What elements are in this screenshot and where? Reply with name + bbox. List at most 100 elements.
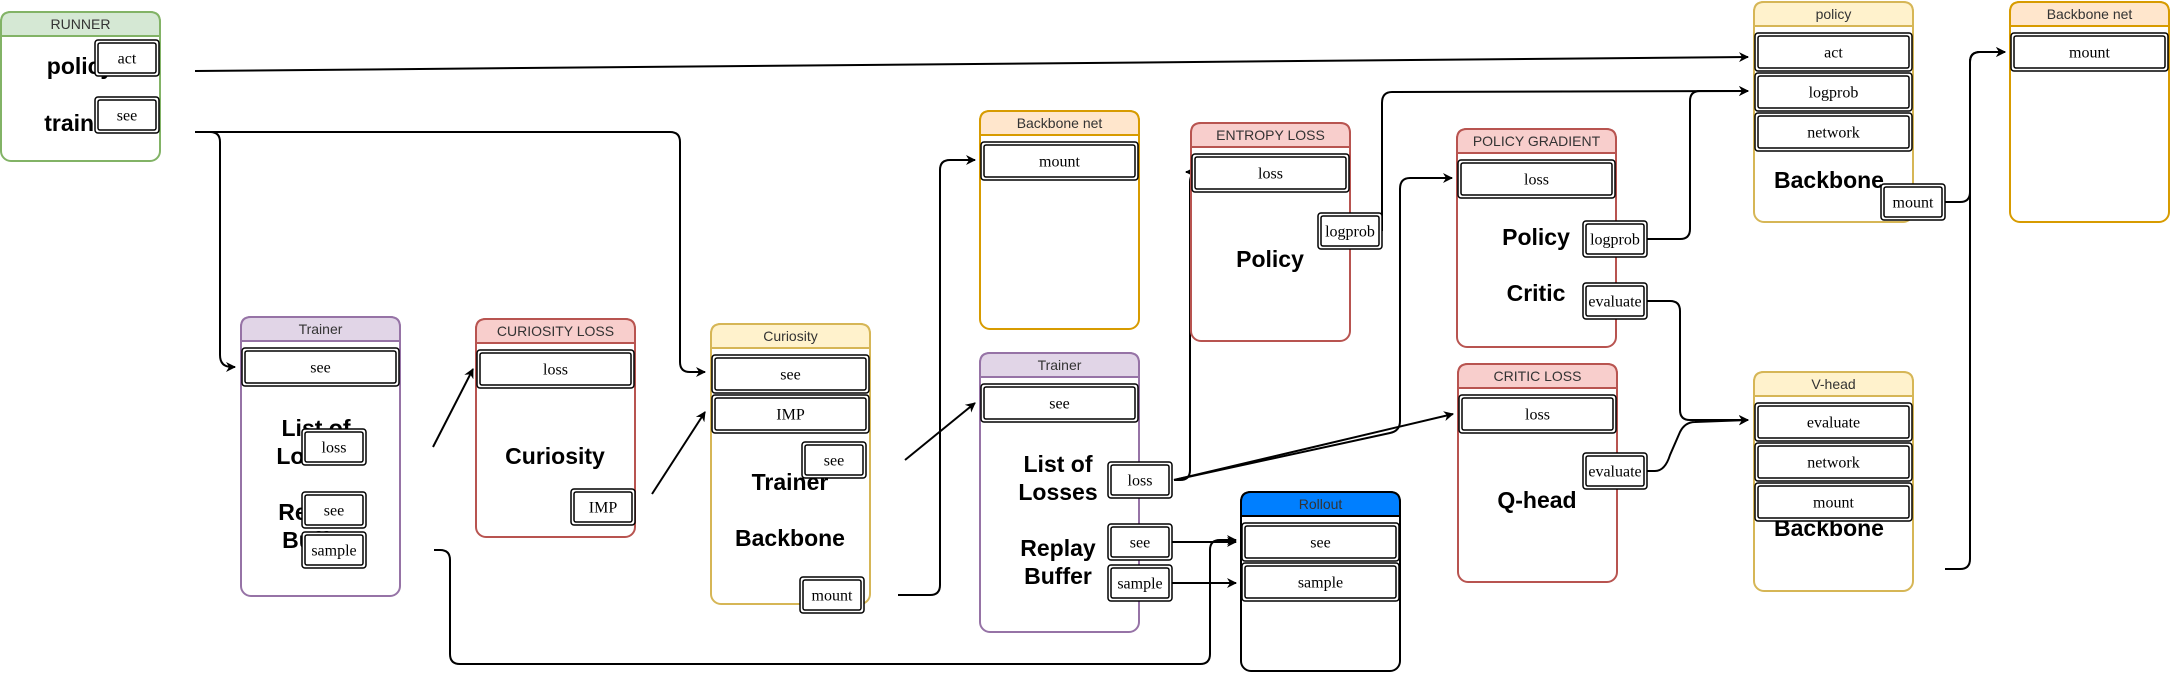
trainer2-slot-label: see bbox=[1049, 396, 1069, 413]
slot-inner-border bbox=[1585, 223, 1645, 255]
slot-inner-border bbox=[573, 491, 633, 523]
slot-inner-border bbox=[1757, 485, 1910, 519]
trainer1-slot-loss[interactable]: loss bbox=[301, 428, 367, 466]
slot-outer-border bbox=[980, 141, 1139, 181]
trainer2-slot-see[interactable]: see bbox=[1107, 523, 1173, 561]
entropy-loss-title: ENTROPY LOSS bbox=[1216, 127, 1325, 143]
backbone-net1-slot-mount[interactable]: mount bbox=[980, 141, 1139, 181]
critic-loss-label: Q-head bbox=[1497, 487, 1576, 513]
policy-gradient-title: POLICY GRADIENT bbox=[1473, 133, 1601, 149]
rollout-slot-label: see bbox=[1310, 535, 1330, 552]
entropy-loss-slot-loss[interactable]: loss bbox=[1191, 153, 1350, 193]
slot-outer-border bbox=[1754, 32, 1913, 72]
curiosity-loss-label: Curiosity bbox=[505, 443, 605, 469]
v-head-slot-mount[interactable]: mount bbox=[1754, 482, 1913, 522]
backbone-net2-box[interactable]: Backbone net mount bbox=[2009, 1, 2170, 223]
curiosity-slot-see[interactable]: see bbox=[801, 441, 867, 479]
slot-inner-border bbox=[804, 444, 864, 476]
curiosity-slot-label: IMP bbox=[776, 407, 805, 424]
runner-slot-see[interactable]: see bbox=[94, 96, 160, 134]
edge-curiosity-mount-to-backbone-net1-mount bbox=[898, 155, 976, 596]
backbone-net2-slot-label: mount bbox=[2069, 45, 2110, 62]
slot-outer-border bbox=[1754, 482, 1913, 522]
entropy-loss-slot-label: loss bbox=[1258, 166, 1283, 183]
policy-gradient-slot-label: logprob bbox=[1590, 232, 1640, 249]
entropy-loss-header bbox=[1190, 122, 1351, 148]
runner-slot-label: act bbox=[118, 51, 137, 68]
trainer2-slot-sample[interactable]: sample bbox=[1107, 564, 1173, 602]
slot-inner-border bbox=[1110, 464, 1170, 496]
curiosity-loss-slot-imp[interactable]: IMP bbox=[570, 488, 636, 526]
slot-outer-border bbox=[1107, 564, 1173, 602]
curiosity-slot-imp[interactable]: IMP bbox=[711, 394, 870, 434]
edge-entropy-loss-logprob-to-policy-logprob bbox=[1381, 86, 1749, 231]
curiosity-slot-see[interactable]: see bbox=[711, 354, 870, 394]
v-head-slot-evaluate[interactable]: evaluate bbox=[1754, 402, 1913, 442]
v-head-title: V-head bbox=[1811, 376, 1855, 392]
edge-runner-see-to-trainer1-see bbox=[195, 131, 236, 372]
entropy-loss-slot-logprob[interactable]: logprob bbox=[1317, 212, 1383, 250]
curiosity-loss-slot-loss[interactable]: loss bbox=[476, 349, 635, 389]
slot-inner-border bbox=[1757, 405, 1910, 439]
rollout-slot-sample[interactable]: sample bbox=[1241, 562, 1400, 602]
slot-outer-border bbox=[1582, 282, 1648, 320]
critic-loss-slot-loss[interactable]: loss bbox=[1458, 394, 1617, 434]
backbone-net2-title: Backbone net bbox=[2047, 6, 2133, 22]
slot-outer-border bbox=[801, 441, 867, 479]
policy-slot-logprob[interactable]: logprob bbox=[1754, 72, 1913, 112]
edge-trainer1-sample-to-rollout-see bbox=[434, 535, 1237, 665]
trainer1-slot-label: loss bbox=[322, 440, 347, 457]
trainer1-slot-see[interactable]: see bbox=[241, 347, 400, 387]
policy-gradient-box[interactable]: POLICY GRADIENTPolicyCriticlosslogprobev… bbox=[1456, 128, 1648, 348]
slot-inner-border bbox=[97, 42, 157, 74]
policy-slot-act[interactable]: act bbox=[1754, 32, 1913, 72]
slot-outer-border bbox=[241, 347, 400, 387]
slot-outer-border bbox=[1582, 452, 1648, 490]
policy-slot-network[interactable]: network bbox=[1754, 112, 1913, 152]
trainer1-slot-see[interactable]: see bbox=[301, 491, 367, 529]
curiosity-slot-label: mount bbox=[812, 588, 853, 605]
slot-outer-border bbox=[1457, 159, 1616, 199]
backbone-net2-slot-mount[interactable]: mount bbox=[2010, 32, 2169, 72]
slot-outer-border bbox=[1317, 212, 1383, 250]
trainer2-slot-see[interactable]: see bbox=[980, 383, 1139, 423]
trainer1-slot-label: see bbox=[310, 360, 330, 377]
slot-inner-border bbox=[97, 99, 157, 131]
trainer2-slot-loss[interactable]: loss bbox=[1107, 461, 1173, 499]
critic-loss-slot-evaluate[interactable]: evaluate bbox=[1582, 452, 1648, 490]
backbone-net1-header bbox=[979, 110, 1140, 136]
runner-slot-act[interactable]: act bbox=[94, 39, 160, 77]
trainer1-slot-sample[interactable]: sample bbox=[301, 531, 367, 569]
trainer2-label: List of bbox=[1024, 451, 1093, 477]
policy-gradient-slot-evaluate[interactable]: evaluate bbox=[1582, 282, 1648, 320]
v-head-slot-network[interactable]: network bbox=[1754, 442, 1913, 482]
curiosity-slot-mount[interactable]: mount bbox=[799, 576, 865, 614]
slot-inner-border bbox=[1110, 567, 1170, 599]
policy-header bbox=[1753, 1, 1914, 27]
policy-gradient-slot-loss[interactable]: loss bbox=[1457, 159, 1616, 199]
slot-outer-border bbox=[1754, 402, 1913, 442]
rollout-slot-see[interactable]: see bbox=[1241, 522, 1400, 562]
v-head-slot-label: network bbox=[1807, 455, 1859, 472]
policy-slot-mount[interactable]: mount bbox=[1880, 183, 1946, 221]
policy-gradient-slot-logprob[interactable]: logprob bbox=[1582, 220, 1648, 258]
edge-policy-mount-to-backbone-net2-mount bbox=[1945, 47, 2006, 203]
slot-outer-border bbox=[94, 39, 160, 77]
policy-slot-label: network bbox=[1807, 125, 1859, 142]
curiosity-label: Backbone bbox=[735, 525, 845, 551]
slot-inner-border bbox=[1461, 397, 1614, 431]
edge-trainer1-loss-to-curiosity-loss-loss bbox=[432, 368, 474, 448]
curiosity-loss-title: CURIOSITY LOSS bbox=[497, 323, 614, 339]
